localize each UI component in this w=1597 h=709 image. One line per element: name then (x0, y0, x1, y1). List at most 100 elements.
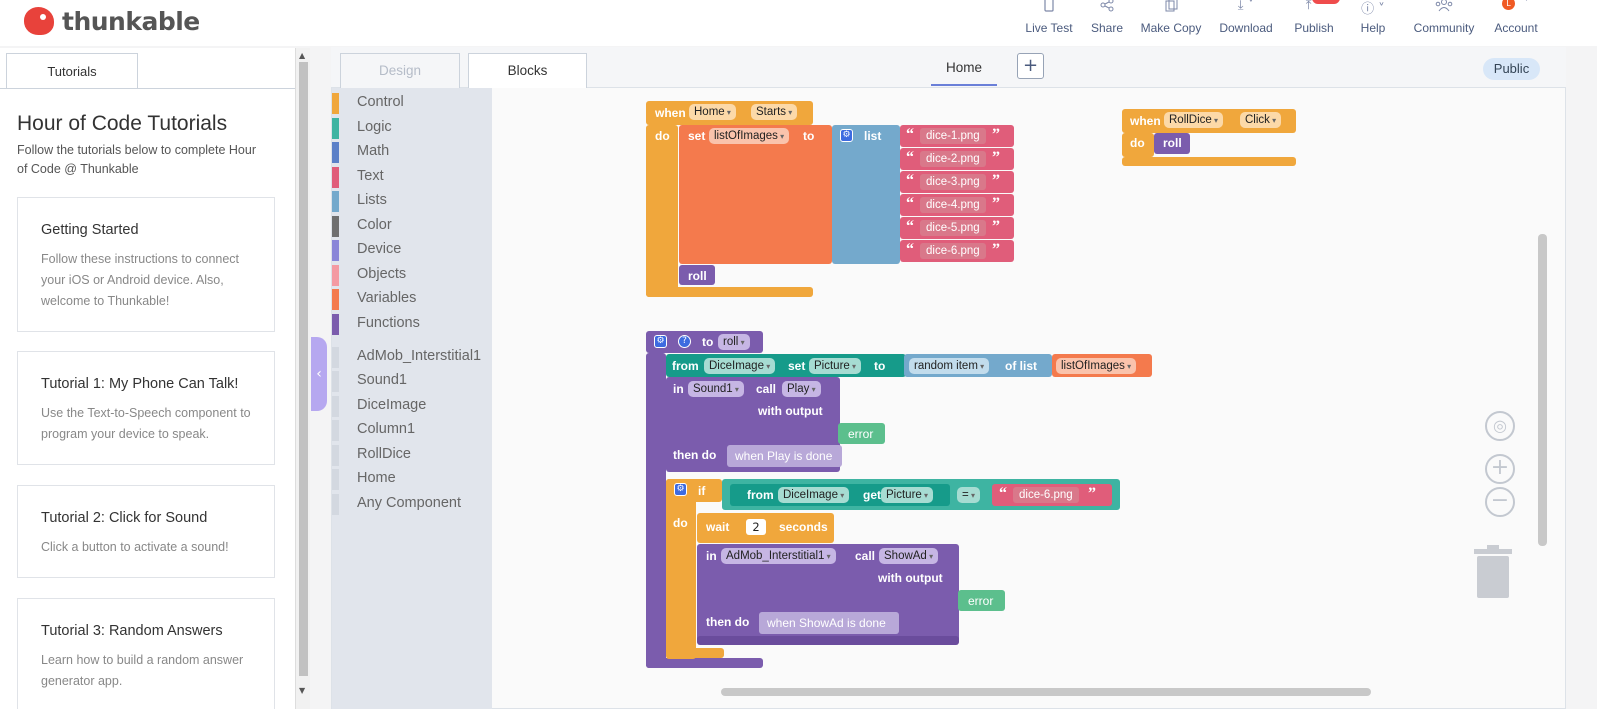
palette-component[interactable]: DiceImage (332, 395, 492, 417)
text-value[interactable]: dice-1.png (920, 128, 986, 144)
tab-design[interactable]: Design (340, 53, 460, 88)
tutorial-card-desc: Click a button to activate a sound! (41, 540, 229, 554)
gear-icon[interactable]: ⚙ (840, 129, 853, 142)
event-dropdown[interactable]: Click (1240, 112, 1282, 128)
palette-category-control[interactable]: Control (332, 92, 492, 114)
component-dropdown[interactable]: AdMob_Interstitial1 (721, 548, 836, 564)
palette-component[interactable]: RollDice (332, 444, 492, 466)
add-screen-button[interactable]: + (1017, 53, 1044, 79)
variable-dropdown[interactable]: listOfImages (1056, 358, 1137, 374)
palette-component[interactable]: Column1 (332, 419, 492, 441)
do-label: do (1130, 136, 1145, 150)
component-label: RollDice (357, 446, 411, 462)
list-block[interactable] (832, 125, 900, 264)
visibility-badge[interactable]: Public (1483, 58, 1540, 80)
help-icon[interactable]: ? (678, 335, 691, 348)
trash-icon[interactable] (1473, 545, 1513, 599)
method-dropdown[interactable]: Play (782, 381, 821, 397)
variable-dropdown[interactable]: listOfImages (709, 128, 790, 144)
when-showad-done-block[interactable] (759, 612, 899, 634)
event-dropdown[interactable]: Starts (751, 104, 798, 120)
publish-button[interactable]: ⤒ ˅ Publish (1290, 0, 1340, 46)
share-icon (1085, 0, 1129, 14)
share-button[interactable]: Share (1085, 0, 1129, 46)
call-roll-block[interactable] (1154, 133, 1190, 154)
component-label: AdMob_Interstitial1 (357, 348, 482, 364)
gear-icon[interactable]: ⚙ (654, 335, 667, 348)
share-label: Share (1090, 21, 1124, 35)
component-label: DiceImage (357, 397, 427, 413)
palette-category-variables[interactable]: Variables (332, 288, 492, 310)
component-bar (332, 420, 339, 441)
then-do-label: then do (706, 615, 750, 629)
palette-category-logic[interactable]: Logic (332, 117, 492, 139)
panel-scrollbar-thumb[interactable] (299, 62, 308, 676)
zoom-out-button[interactable]: − (1485, 487, 1515, 517)
recenter-button[interactable]: ◎ (1485, 411, 1515, 441)
text-value[interactable]: dice-4.png (920, 197, 986, 213)
community-button[interactable]: Community (1408, 0, 1480, 46)
property-dropdown[interactable]: Picture (809, 358, 862, 374)
component-dropdown[interactable]: Home (689, 104, 736, 120)
text-value[interactable]: dice-6.png (1013, 487, 1079, 503)
tutorial-card[interactable]: Tutorial 1: My Phone Can Talk! Use the T… (17, 351, 275, 465)
palette-category-color[interactable]: Color (332, 215, 492, 237)
event-block-footer (1122, 157, 1296, 166)
live-test-button[interactable]: Live Test (1020, 0, 1078, 46)
thunkable-logo[interactable]: thunkable (24, 4, 200, 38)
palette-component[interactable]: AdMob_Interstitial1 (332, 346, 492, 368)
palette-component[interactable]: Sound1 (332, 370, 492, 392)
text-value[interactable]: dice-5.png (920, 220, 986, 236)
tab-tutorials[interactable]: Tutorials (6, 53, 138, 89)
error-parameter[interactable] (838, 423, 885, 444)
gear-icon[interactable]: ⚙ (674, 483, 687, 496)
palette-component[interactable]: Home (332, 468, 492, 490)
operator-dropdown[interactable]: = (957, 487, 980, 503)
help-button[interactable]: ⓘ ˅ Help (1355, 0, 1391, 46)
component-dropdown[interactable]: DiceImage (778, 487, 850, 503)
when-play-done-block[interactable] (727, 445, 842, 467)
blocks-palette: Control Logic Math Text Lists Color Devi… (332, 88, 492, 709)
palette-category-device[interactable]: Device (332, 239, 492, 261)
palette-category-functions[interactable]: Functions (332, 313, 492, 335)
palette-component[interactable]: Any Component (332, 493, 492, 515)
text-value[interactable]: dice-6.png (920, 243, 986, 259)
component-dropdown[interactable]: RollDice (1164, 112, 1224, 128)
call-roll-block[interactable] (679, 265, 715, 285)
palette-category-lists[interactable]: Lists (332, 190, 492, 212)
if-block[interactable] (666, 479, 696, 659)
panel-title: Hour of Code Tutorials (17, 112, 228, 135)
scroll-up-icon[interactable]: ▲ (299, 51, 306, 60)
tutorial-card[interactable]: Getting Started Follow these instruction… (17, 197, 275, 332)
download-button[interactable]: ⤓ ˅ Download (1216, 0, 1276, 46)
screen-tab-home[interactable]: Home (931, 53, 997, 86)
zoom-in-button[interactable]: + (1485, 454, 1515, 484)
with-output-label: with output (878, 571, 943, 585)
if-label: if (698, 484, 706, 498)
palette-category-math[interactable]: Math (332, 141, 492, 163)
function-name-field[interactable]: roll (718, 334, 750, 350)
collapse-panel-button[interactable]: ‹ (311, 337, 327, 411)
workspace-horizontal-scrollbar[interactable] (721, 688, 1371, 696)
tutorial-card[interactable]: Tutorial 3: Random Answers Learn how to … (17, 598, 275, 709)
tutorial-card[interactable]: Tutorial 2: Click for Sound Click a butt… (17, 485, 275, 578)
blocks-workspace[interactable]: when Home Starts do set listOfImages to … (492, 88, 1552, 696)
component-dropdown[interactable]: DiceImage (704, 358, 776, 374)
property-dropdown[interactable]: Picture (881, 487, 934, 503)
text-value[interactable]: dice-3.png (920, 174, 986, 190)
component-dropdown[interactable]: Sound1 (688, 381, 744, 397)
scroll-down-icon[interactable]: ▼ (299, 686, 306, 695)
tab-blocks[interactable]: Blocks (468, 53, 587, 88)
account-button[interactable]: L ˅ Account (1490, 0, 1542, 46)
text-value[interactable]: dice-2.png (920, 151, 986, 167)
palette-category-text[interactable]: Text (332, 166, 492, 188)
error-parameter[interactable] (958, 590, 1005, 611)
workspace-vertical-scrollbar[interactable] (1538, 234, 1547, 546)
set-property-block[interactable] (666, 354, 906, 377)
palette-category-objects[interactable]: Objects (332, 264, 492, 286)
make-copy-button[interactable]: Make Copy (1139, 0, 1203, 46)
method-dropdown[interactable]: ShowAd (879, 548, 939, 564)
wait-seconds-input[interactable]: 2 (746, 519, 766, 535)
set-variable-block[interactable] (679, 125, 832, 264)
random-item-dropdown[interactable]: random item (909, 358, 990, 374)
